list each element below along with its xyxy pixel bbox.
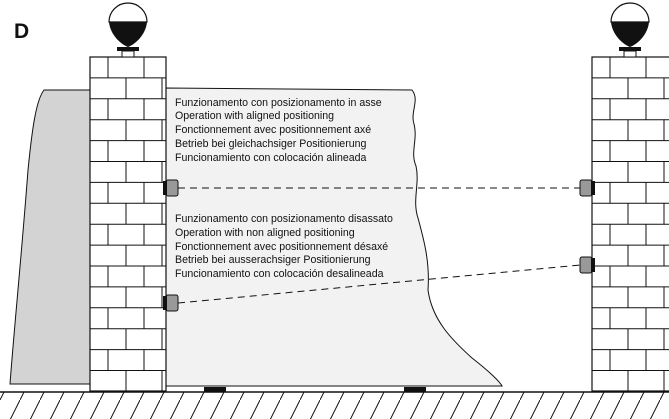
ground <box>0 387 669 419</box>
non-aligned-caption-it: Funzionamento con posizionamento disassa… <box>175 213 393 225</box>
background-wall <box>9 89 91 385</box>
aligned-caption-fr: Fonctionnement avec positionnement axé <box>175 124 371 136</box>
aligned-caption-it: Funzionamento con posizionamento in asse <box>175 97 382 109</box>
photocell-icon <box>579 179 595 197</box>
lamp-icon <box>108 2 148 58</box>
photocell-icon <box>163 294 179 312</box>
non-aligned-caption-fr: Fonctionnement avec positionnement désax… <box>175 241 388 253</box>
non-aligned-caption-en: Operation with non aligned positioning <box>175 227 355 239</box>
panel-label: D <box>14 20 29 43</box>
left-pillar <box>89 56 167 392</box>
photocell-icon <box>579 256 595 274</box>
aligned-caption-en: Operation with aligned positioning <box>175 110 334 122</box>
non-aligned-beam <box>177 264 581 304</box>
lamp-icon <box>610 2 650 58</box>
non-aligned-caption-de: Betrieb bei ausserachsiger Positionierun… <box>175 254 371 266</box>
aligned-caption-de: Betrieb bei gleichachsiger Positionierun… <box>175 138 366 150</box>
aligned-caption-es: Funcionamiento con colocación alineada <box>175 152 367 164</box>
right-pillar <box>591 56 669 392</box>
photocell-icon <box>163 179 179 197</box>
non-aligned-caption-es: Funcionamiento con colocación desalinead… <box>175 268 384 280</box>
gate-panel <box>165 87 503 387</box>
